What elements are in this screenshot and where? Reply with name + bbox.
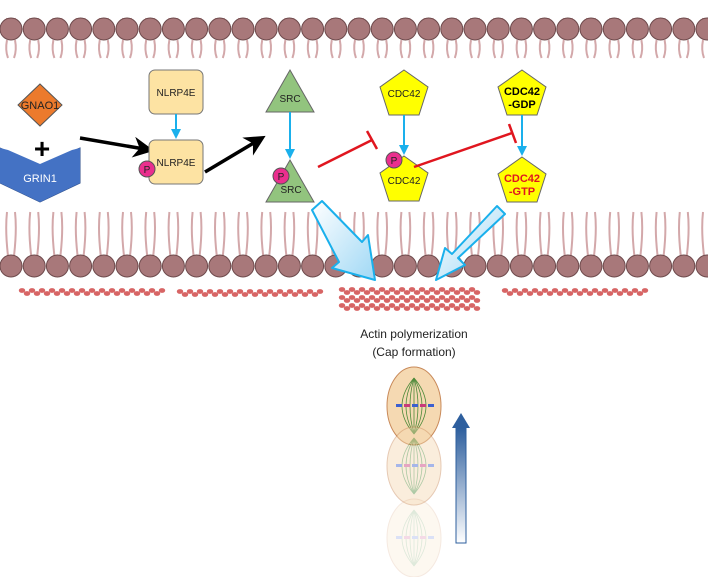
cdc42-gtp-label-line2: -GTP bbox=[509, 186, 535, 198]
phospho-label: P bbox=[144, 165, 151, 176]
caption-line1: Actin polymerization bbox=[360, 327, 467, 341]
arrow-gtp-to-actin bbox=[435, 205, 506, 281]
oocyte-spindle-images bbox=[386, 366, 442, 577]
cdc42-gdp-label-line2: -GDP bbox=[508, 99, 536, 111]
inhibition-cdc42-to-gtp bbox=[413, 123, 518, 169]
actin-filaments bbox=[18, 287, 649, 311]
cdc42-top-label: CDC42 bbox=[388, 89, 421, 100]
arrow-grin1-to-nlrp4e bbox=[79, 136, 155, 158]
plus-icon: + bbox=[34, 133, 50, 164]
nlrp4e-bottom-label: NLRP4E bbox=[157, 158, 196, 169]
cdc42-gtp-label-line1: CDC42 bbox=[504, 173, 540, 185]
nlrp4e-phospho-badge: P bbox=[138, 160, 156, 178]
src-top-label: SRC bbox=[279, 94, 300, 105]
arrow-src-to-actin bbox=[311, 200, 376, 281]
cdc42-phospho-badge: P bbox=[385, 151, 403, 169]
arrow-nlrp4e-to-src bbox=[204, 135, 266, 174]
cdc42-gtp-node: CDC42 -GTP bbox=[497, 156, 547, 203]
phospho-label: P bbox=[391, 156, 398, 167]
inhibition-src-to-cdc42 bbox=[317, 130, 379, 169]
cell-membrane-top bbox=[0, 17, 708, 59]
nlrp4e-top-label: NLRP4E bbox=[157, 88, 196, 99]
cell-membrane-bottom bbox=[0, 211, 708, 278]
grin1-node: GRIN1 bbox=[0, 147, 81, 203]
gnao1-node: GNAO1 bbox=[17, 83, 63, 127]
nlrp4e-bottom-node: NLRP4E bbox=[148, 139, 204, 185]
phospho-label: P bbox=[278, 172, 285, 183]
cdc42-bottom-label: CDC42 bbox=[388, 176, 421, 187]
src-phospho-badge: P bbox=[272, 167, 290, 185]
cdc42-gdp-node: CDC42 -GDP bbox=[497, 69, 547, 116]
caption-line2: (Cap formation) bbox=[372, 345, 455, 359]
cdc42-gdp-label-line1: CDC42 bbox=[504, 86, 540, 98]
nlrp4e-top-node: NLRP4E bbox=[148, 69, 204, 115]
cdc42-top-node: CDC42 bbox=[379, 69, 429, 116]
src-bottom-label: SRC bbox=[280, 185, 301, 196]
grin1-label: GRIN1 bbox=[23, 173, 57, 185]
src-bottom-node: SRC bbox=[265, 158, 315, 203]
src-top-node: SRC bbox=[265, 68, 315, 113]
gnao1-label: GNAO1 bbox=[21, 100, 60, 112]
upward-gradient-arrow bbox=[452, 413, 470, 544]
